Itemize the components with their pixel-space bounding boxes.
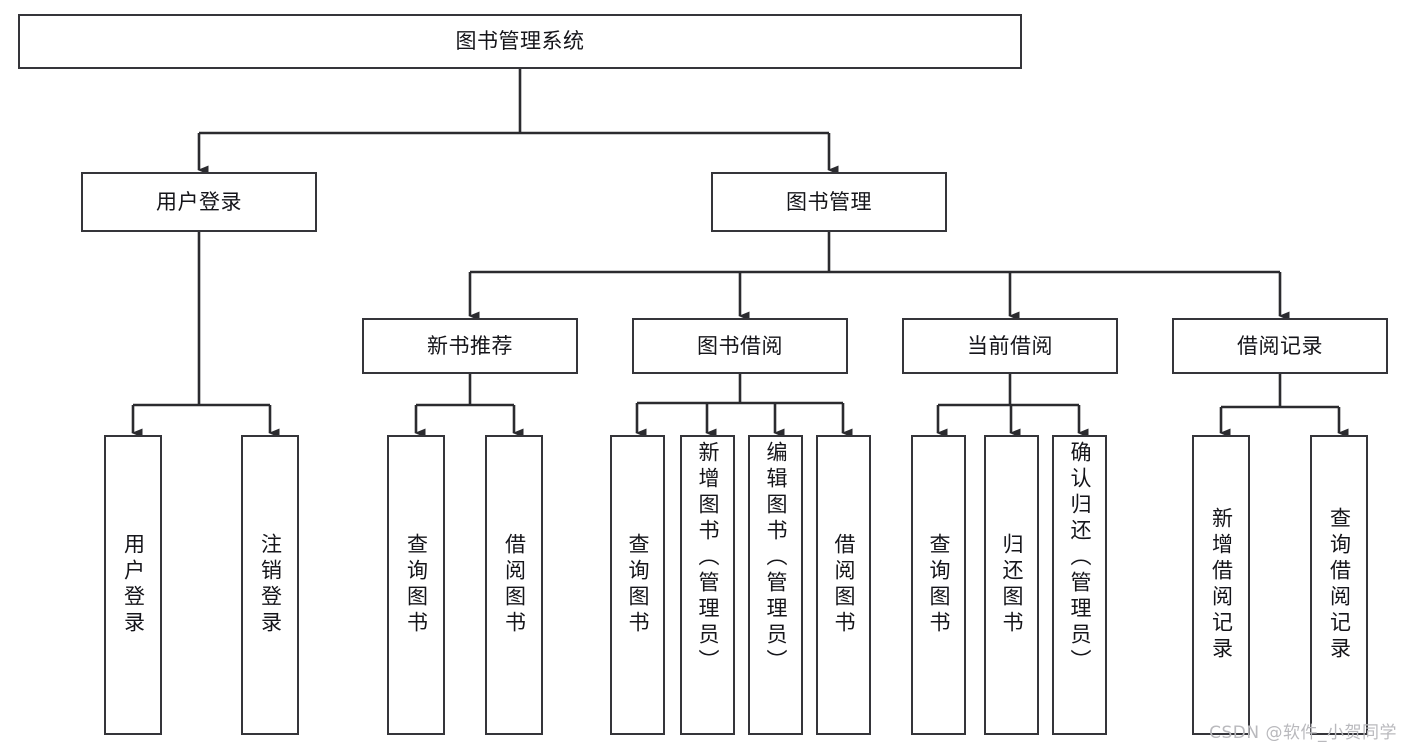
node-label: 用户登录 — [156, 189, 242, 214]
node-label: 当前借阅 — [967, 333, 1053, 358]
node-label: 注销登录 — [258, 533, 283, 637]
node-leaf-9[interactable]: 查询图书 — [911, 435, 966, 735]
node-level3-3[interactable]: 当前借阅 — [902, 318, 1118, 374]
connector-lines — [131, 69, 1349, 438]
node-label: 借阅图书 — [502, 533, 527, 637]
node-label: 图书借阅 — [697, 333, 783, 358]
node-level3-2[interactable]: 图书借阅 — [632, 318, 848, 374]
node-leaf-2[interactable]: 注销登录 — [241, 435, 299, 735]
node-label: 图书管理 — [786, 189, 872, 214]
node-root-book-management-system[interactable]: 图书管理系统 — [18, 14, 1022, 69]
node-label: 查询图书 — [927, 533, 951, 637]
node-level3-4[interactable]: 借阅记录 — [1172, 318, 1388, 374]
node-label: 确认归还（管理员） — [1068, 441, 1092, 675]
node-leaf-11[interactable]: 确认归还（管理员） — [1052, 435, 1107, 735]
node-leaf-7[interactable]: 编辑图书（管理员） — [748, 435, 803, 735]
node-leaf-4[interactable]: 借阅图书 — [485, 435, 543, 735]
node-label: 借阅记录 — [1237, 333, 1323, 358]
node-leaf-3[interactable]: 查询图书 — [387, 435, 445, 735]
node-leaf-8[interactable]: 借阅图书 — [816, 435, 871, 735]
node-label: 新增借阅记录 — [1209, 507, 1234, 663]
node-level2-1[interactable]: 用户登录 — [81, 172, 317, 232]
node-leaf-12[interactable]: 新增借阅记录 — [1192, 435, 1250, 735]
node-leaf-5[interactable]: 查询图书 — [610, 435, 665, 735]
node-label: 查询图书 — [626, 533, 650, 637]
node-leaf-10[interactable]: 归还图书 — [984, 435, 1039, 735]
node-label: 新书推荐 — [427, 333, 513, 358]
node-level2-2[interactable]: 图书管理 — [711, 172, 947, 232]
node-label: 图书管理系统 — [455, 29, 585, 54]
node-leaf-6[interactable]: 新增图书（管理员） — [680, 435, 735, 735]
node-leaf-1[interactable]: 用户登录 — [104, 435, 162, 735]
node-leaf-13[interactable]: 查询借阅记录 — [1310, 435, 1368, 735]
node-label: 借阅图书 — [832, 533, 856, 637]
node-label: 编辑图书（管理员） — [764, 441, 788, 675]
node-label: 新增图书（管理员） — [696, 441, 720, 675]
node-label: 用户登录 — [121, 533, 146, 637]
node-label: 归还图书 — [1000, 533, 1024, 637]
node-label: 查询图书 — [404, 533, 429, 637]
node-label: 查询借阅记录 — [1327, 507, 1352, 663]
node-level3-1[interactable]: 新书推荐 — [362, 318, 578, 374]
